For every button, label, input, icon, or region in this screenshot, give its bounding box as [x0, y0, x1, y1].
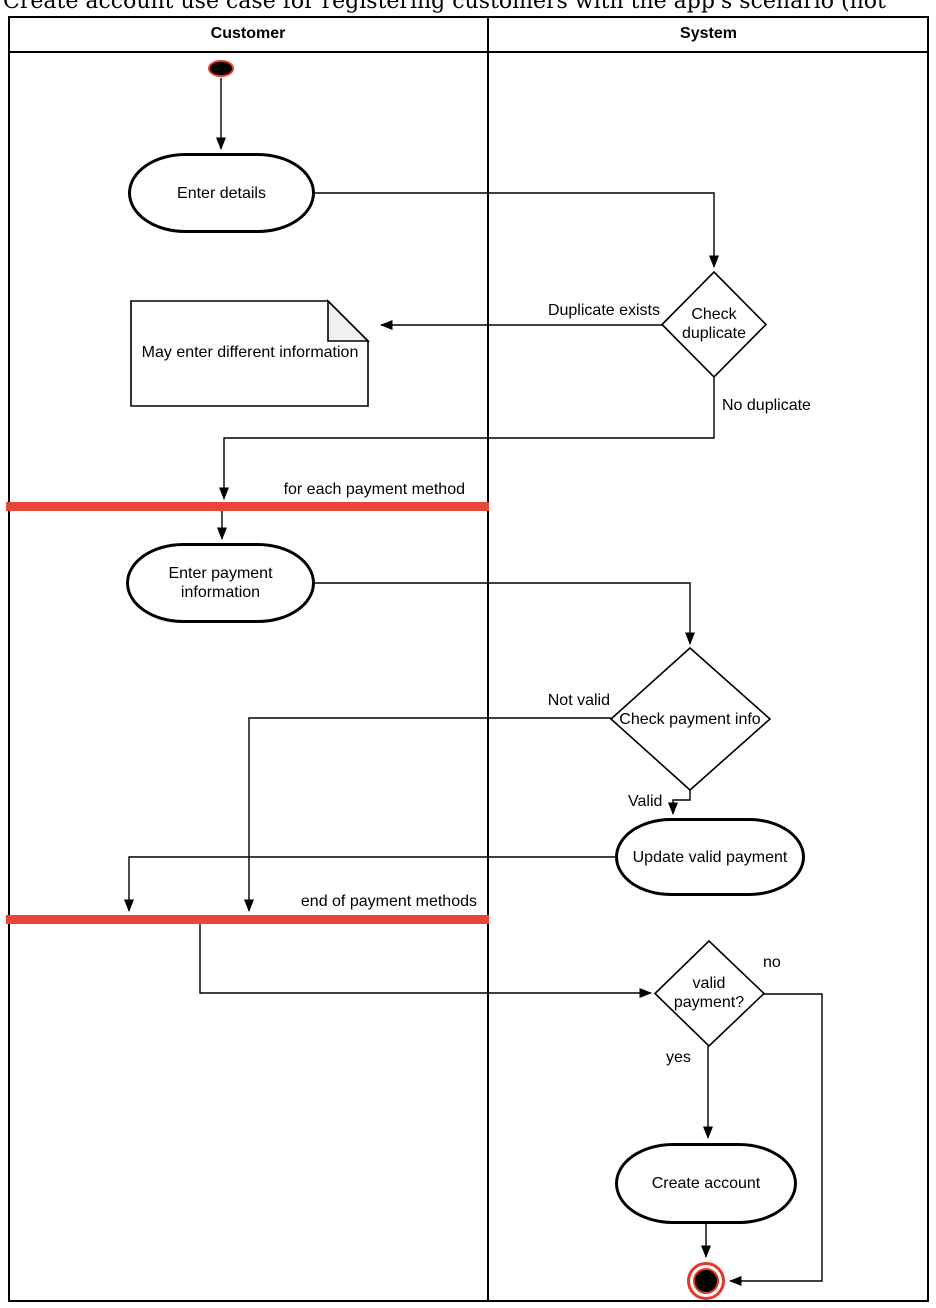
- activity-label: Update valid payment: [632, 848, 788, 866]
- lane-header-system: System: [488, 16, 929, 51]
- activity-label: Create account: [651, 1175, 761, 1192]
- check-payment-text: Check payment info: [619, 710, 761, 728]
- check-duplicate-line2: duplicate: [681, 325, 747, 342]
- enter-payment-line2: information: [180, 584, 261, 601]
- fork-bar-for-each-payment: [6, 502, 489, 511]
- lane-customer-label: Customer: [210, 24, 286, 42]
- cropped-caption-text: Create account use case for registering …: [3, 0, 886, 13]
- edge-label-no-duplicate: No duplicate: [722, 397, 811, 414]
- activity-enter-details: Enter details: [128, 153, 315, 233]
- activity-create-account: Create account: [615, 1143, 797, 1224]
- valid-payment-line2: payment?: [673, 994, 745, 1011]
- lane-header-separator: [8, 51, 929, 53]
- activity-label: Enter details: [177, 184, 266, 202]
- initial-node: [208, 60, 234, 77]
- join-bar-end-of-payment: [6, 915, 489, 924]
- edge-label-for-each-payment-method: for each payment method: [283, 481, 465, 498]
- edge-label-valid: Valid: [628, 793, 663, 810]
- cropped-caption: Create account use case for registering …: [0, 0, 936, 13]
- lane-header-customer: Customer: [8, 16, 488, 51]
- swimlane-frame: [8, 16, 929, 1302]
- edge-label-yes: yes: [666, 1049, 691, 1066]
- check-duplicate-line1: Check: [691, 306, 737, 323]
- valid-payment-label: valid payment?: [657, 972, 761, 1014]
- edge-label-not-valid: Not valid: [547, 692, 610, 709]
- activity-update-valid-payment: Update valid payment: [615, 818, 805, 896]
- final-node: [687, 1262, 725, 1300]
- edge-label-duplicate-exists: Duplicate exists: [547, 302, 660, 319]
- check-payment-label: Check payment info: [610, 709, 770, 729]
- edge-label-end-of-payment-methods: end of payment methods: [300, 893, 477, 910]
- valid-payment-line1: valid: [692, 975, 726, 992]
- check-duplicate-label: Check duplicate: [664, 303, 764, 345]
- activity-enter-payment-information: Enter payment information: [126, 543, 315, 623]
- lane-divider: [487, 16, 489, 1302]
- final-node-core: [693, 1268, 719, 1294]
- note-label: May enter different information: [135, 342, 365, 364]
- lane-system-label: System: [680, 24, 737, 42]
- activity-label: Enter payment information: [168, 564, 272, 602]
- note-text: May enter different information: [141, 344, 359, 361]
- edge-label-no: no: [763, 954, 781, 971]
- enter-payment-line1: Enter payment: [168, 565, 273, 582]
